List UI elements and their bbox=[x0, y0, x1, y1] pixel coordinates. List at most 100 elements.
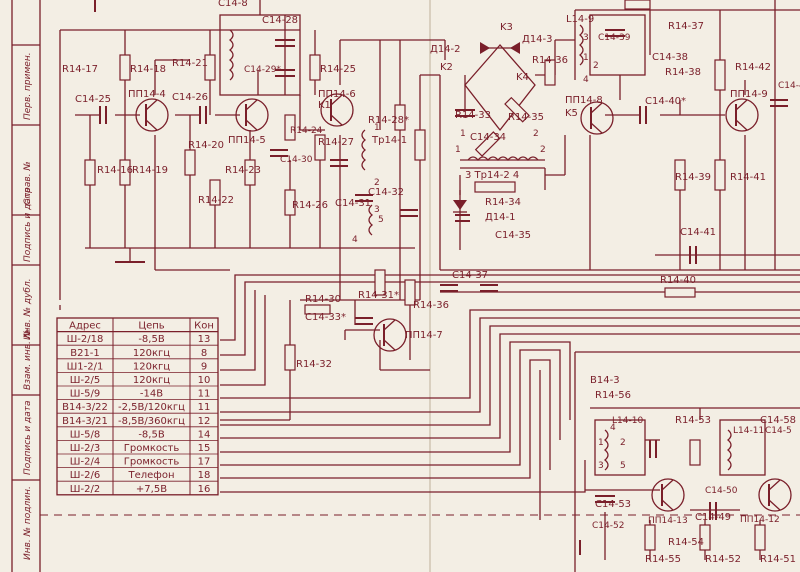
resistor-r14-33 bbox=[474, 131, 501, 157]
table-cell: 120кгц bbox=[133, 375, 170, 386]
label: R14-20 bbox=[188, 140, 224, 151]
label: C14-41 bbox=[680, 227, 716, 238]
diode-d14-1 bbox=[453, 200, 467, 210]
label: R14-53 bbox=[675, 415, 711, 426]
pin-label: 3 bbox=[598, 461, 604, 471]
label: C14-58 bbox=[760, 415, 796, 426]
label: K3 bbox=[500, 22, 513, 33]
label: C14-26 bbox=[172, 92, 208, 103]
table-cell: Ш-2/18 bbox=[67, 334, 104, 345]
pin-label: 1 bbox=[460, 129, 466, 139]
margin-label: Взам. инв. № bbox=[23, 329, 33, 390]
label: R14-35 bbox=[508, 112, 544, 123]
coil-tr14-1b bbox=[368, 204, 374, 236]
label: C14-38 bbox=[652, 52, 688, 63]
label: R14-23 bbox=[225, 165, 261, 176]
diodes bbox=[453, 42, 520, 213]
label: L14-11 bbox=[733, 426, 764, 436]
coil-tr14-1 bbox=[361, 129, 367, 171]
table-cell: -8,5В bbox=[138, 334, 165, 345]
margin-label: Инв. № подлин. bbox=[23, 486, 33, 560]
transistor-pp14-6 bbox=[320, 93, 354, 127]
transistor-pp14-7 bbox=[373, 318, 407, 352]
label: C14-4 bbox=[778, 81, 800, 91]
resistor-r14-41 bbox=[714, 159, 726, 191]
table-cell: -8,5В bbox=[138, 429, 165, 440]
label: K4 bbox=[516, 72, 529, 83]
table-cell: Ш-2/3 bbox=[70, 443, 100, 454]
label: R14-19 bbox=[132, 165, 168, 176]
table-cell: 8 bbox=[201, 348, 207, 359]
capacitors bbox=[99, 99, 788, 520]
component-labels: R14-17 R14-18 R14-21 R14-25 C14-28 C14-8… bbox=[62, 0, 800, 565]
label: L14-10 bbox=[612, 416, 643, 426]
label: C14-32 bbox=[368, 187, 404, 198]
label: L14-9 bbox=[566, 14, 594, 25]
label: C14-34 bbox=[470, 132, 506, 143]
label: R14-25 bbox=[320, 64, 356, 75]
table-cell: Громкость bbox=[124, 457, 180, 468]
margin-label: Инв. № дубл. bbox=[23, 278, 33, 340]
resistor-r14-35 bbox=[504, 96, 530, 123]
pin-label: 1 bbox=[455, 145, 461, 155]
resistor-r14-36b bbox=[404, 279, 416, 306]
resistor-r14-36 bbox=[544, 59, 556, 86]
table-cell: 15 bbox=[198, 443, 211, 454]
diode-d14-2 bbox=[480, 42, 490, 54]
resistor-r14-32 bbox=[284, 344, 296, 371]
pin-label: 1 bbox=[374, 123, 380, 133]
coils bbox=[228, 24, 732, 471]
label: R14-17 bbox=[62, 64, 98, 75]
resistor-r14-18 bbox=[119, 54, 131, 81]
pin-label: 4 bbox=[610, 423, 616, 433]
table-cell: 13 bbox=[198, 334, 211, 345]
pin-label: 1 bbox=[598, 438, 604, 448]
label: K5 bbox=[565, 108, 578, 119]
transistor-pp14-5 bbox=[235, 98, 269, 132]
resistor-r14-23 bbox=[244, 159, 256, 186]
resistor-r14-27 bbox=[314, 134, 326, 161]
label: C14-25 bbox=[75, 94, 111, 105]
pin-label: 4 bbox=[352, 235, 358, 245]
margin-stamp: Инв. № подлин. Подпись и дата Взам. инв.… bbox=[12, 44, 40, 560]
wiring-upper bbox=[59, 0, 575, 421]
label: R14-38 bbox=[665, 67, 701, 78]
resistor-r14-37 bbox=[624, 0, 651, 10]
transistor-pp14-4 bbox=[135, 98, 169, 132]
resistor-r14-55 bbox=[644, 524, 656, 551]
resistor-r14-16 bbox=[84, 159, 96, 186]
label: R14-24 bbox=[290, 126, 323, 136]
label: ПП14-7 bbox=[405, 330, 443, 341]
label: R14-34 bbox=[485, 197, 521, 208]
table-cell: -8,5В/360кгц bbox=[118, 416, 185, 427]
table-cell: Ш-5/8 bbox=[70, 429, 100, 440]
label: R14-16 bbox=[97, 165, 133, 176]
label: R14-36 bbox=[413, 300, 449, 311]
label: C14-39 bbox=[598, 33, 631, 43]
table-cell: 10 bbox=[198, 375, 211, 386]
label: R14-28* bbox=[368, 115, 409, 126]
label: R14-37 bbox=[668, 21, 704, 32]
label: R14-42 bbox=[735, 62, 771, 73]
label: R14-39 bbox=[675, 172, 711, 183]
resistor-r14-22 bbox=[209, 179, 221, 206]
table-cell: Ш-2/4 bbox=[70, 457, 100, 468]
pin-label: 5 bbox=[378, 215, 384, 225]
pin-label: 3 bbox=[583, 33, 589, 43]
resistor-r14-25 bbox=[309, 54, 321, 81]
label: R14-18 bbox=[130, 64, 166, 75]
margin-label: Перв. примен. bbox=[23, 52, 33, 120]
pin-label: 4 bbox=[583, 75, 589, 85]
label: C14-50 bbox=[705, 486, 738, 496]
resistor-r14-34 bbox=[474, 181, 516, 193]
label: R14-54 bbox=[668, 537, 704, 548]
label: C14-8 bbox=[218, 0, 248, 9]
table-cell: Ш1-2/1 bbox=[67, 361, 104, 372]
margin-label: Подпись и дата bbox=[23, 400, 33, 475]
transistor-pp14-13 bbox=[651, 478, 685, 512]
label: R14-27 bbox=[318, 137, 354, 148]
label: R14-33 bbox=[455, 110, 491, 121]
table-cell: 17 bbox=[198, 457, 211, 468]
